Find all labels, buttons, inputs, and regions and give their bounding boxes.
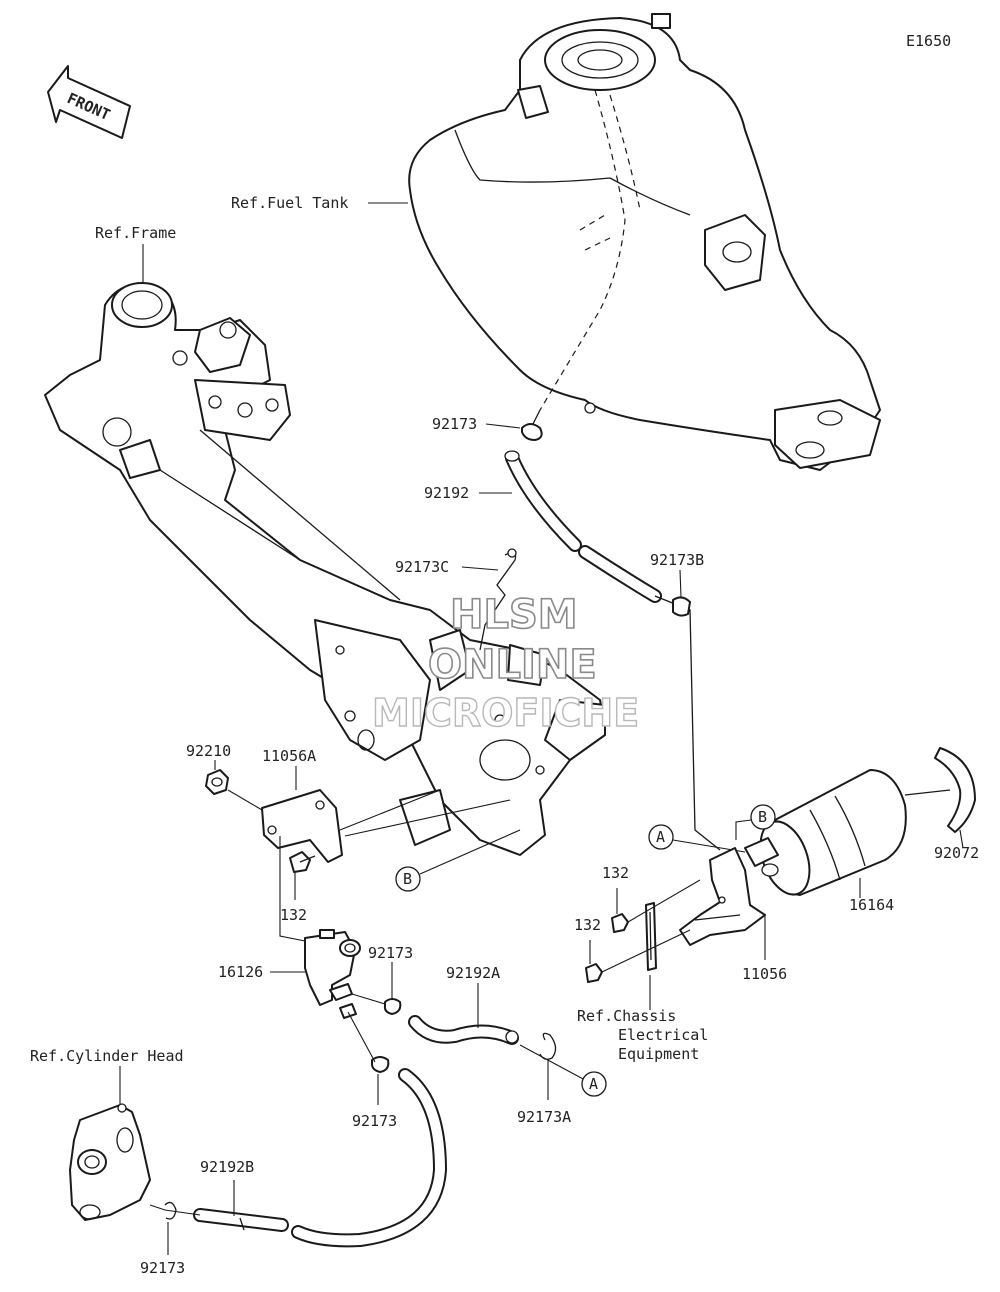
label-16126: 16126	[218, 963, 263, 981]
callout-b-right-label: B	[758, 808, 767, 826]
ref-cylinder-head-label: Ref.Cylinder Head	[30, 1047, 184, 1065]
hose-92192B	[193, 1068, 447, 1248]
label-92173-mid: 92173	[368, 944, 413, 962]
fuel-tank	[408, 13, 881, 471]
valve-16126	[304, 929, 361, 1019]
callout-a-right-label: A	[656, 828, 665, 846]
ref-frame-label: Ref.Frame	[95, 224, 176, 242]
chassis-strap	[645, 902, 657, 971]
ref-chassis-line3: Equipment	[618, 1045, 699, 1063]
callout-a-bottom	[581, 1071, 607, 1097]
cylinder-head	[69, 1103, 151, 1221]
bracket-11056	[679, 847, 766, 946]
watermark-line2: ONLINE	[428, 642, 597, 688]
band-92072	[904, 747, 976, 833]
frame	[44, 282, 606, 856]
front-arrow-icon: FRONT	[47, 65, 131, 139]
label-132-lower: 132	[574, 916, 601, 934]
callout-b-right	[750, 804, 776, 830]
label-92173A: 92173A	[517, 1108, 571, 1126]
nut-92210	[205, 769, 229, 795]
label-11056A: 11056A	[262, 747, 316, 765]
label-92192B: 92192B	[200, 1158, 254, 1176]
ref-chassis-line1: Ref.Chassis	[577, 1007, 676, 1025]
label-132-upper: 132	[602, 864, 629, 882]
callout-a-right	[648, 824, 674, 850]
label-132-left: 132	[280, 906, 307, 924]
callout-a-bottom-label: A	[589, 1075, 598, 1093]
hose-92192A	[408, 1015, 519, 1045]
bolt-132-lower	[585, 963, 603, 983]
callout-b-frame-label: B	[403, 870, 412, 888]
clip-92173B	[672, 596, 691, 617]
label-92173-top: 92173	[432, 415, 477, 433]
ref-chassis-line2: Electrical	[618, 1026, 708, 1044]
diagram-code: E1650	[906, 32, 951, 50]
label-92173C: 92173C	[395, 558, 449, 576]
bolt-132-left	[289, 851, 316, 873]
label-92173-lower: 92173	[352, 1112, 397, 1130]
canister-16164	[744, 769, 907, 896]
clamp-92173-lower	[371, 1056, 390, 1073]
clip-92173A	[539, 1032, 557, 1060]
watermark: HLSM ONLINE MICROFICHE	[371, 591, 640, 736]
label-92173B: 92173B	[650, 551, 704, 569]
clip-92173C	[479, 548, 517, 651]
clamp-92173-mid	[383, 998, 402, 1015]
watermark-line3: MICROFICHE	[372, 691, 639, 735]
callout-b-frame	[395, 866, 421, 892]
label-92072: 92072	[934, 844, 979, 862]
bolt-132-upper	[611, 913, 629, 933]
clamp-92173-bottom	[164, 1201, 177, 1220]
label-92210: 92210	[186, 742, 231, 760]
label-92173-bottom: 92173	[140, 1259, 185, 1277]
hose-92192	[504, 450, 662, 603]
clamp-92173-top	[521, 423, 543, 441]
bracket-11056A	[261, 789, 343, 863]
label-11056: 11056	[742, 965, 787, 983]
label-16164: 16164	[849, 896, 894, 914]
label-92192: 92192	[424, 484, 469, 502]
ref-fuel-tank-label: Ref.Fuel Tank	[231, 194, 348, 212]
label-92192A: 92192A	[446, 964, 500, 982]
watermark-line1: HLSM	[450, 592, 578, 638]
